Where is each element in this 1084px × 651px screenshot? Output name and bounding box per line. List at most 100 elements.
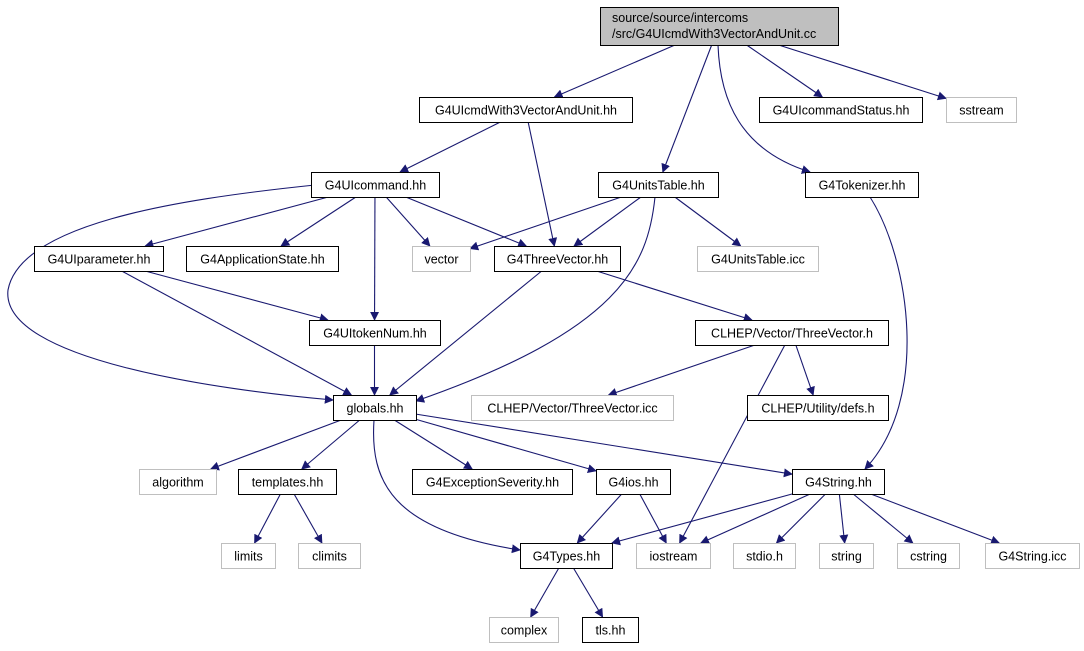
node-label: G4ExceptionSeverity.hh [426,476,559,490]
edge-g4uicmdwith3vectorandunit_hh-to-g4threevector_hh [527,121,558,247]
node-g4unitstable-hh[interactable]: G4UnitsTable.hh [598,172,719,198]
node-label: G4ThreeVector.hh [507,253,609,267]
node-box [238,469,337,495]
node-clhep-threevector-h[interactable]: CLHEP/Vector/ThreeVector.h [695,320,889,346]
node-g4uiparameter-hh[interactable]: G4UIparameter.hh [34,246,164,272]
node-g4unitstable-icc: G4UnitsTable.icc [697,246,819,272]
node-label: G4UIcommandStatus.hh [773,104,910,118]
node-label: CLHEP/Vector/ThreeVector.icc [487,402,657,416]
node-label: climits [312,550,347,564]
node-tls-hh[interactable]: tls.hh [582,617,639,643]
node-root[interactable]: source/source/intercoms/src/G4UIcmdWith3… [600,7,839,46]
node-iostream: iostream [636,543,711,569]
node-g4string-hh[interactable]: G4String.hh [792,469,885,495]
edge-globals_hh-to-g4exceptionseverity_hh [394,419,473,470]
node-label: algorithm [152,476,203,490]
edge-g4types_hh-to-complex [530,567,560,618]
node-box [186,246,339,272]
node-box [598,172,719,198]
edge-root-to-g4uicommandstatus_hh [746,44,824,98]
edge-root-to-g4unitstable_hh [661,44,713,173]
node-box [985,543,1080,569]
node-box [139,469,217,495]
edge-g4threevector_hh-to-clhep_threevector_h [596,270,753,322]
node-box [520,543,613,569]
edge-g4string_hh-to-g4types_hh [611,493,793,546]
node-g4applicationstate-hh[interactable]: G4ApplicationState.hh [186,246,339,272]
node-box [600,7,839,46]
edge-globals_hh-to-algorithm [209,419,342,471]
node-label: /src/G4UIcmdWith3VectorAndUnit.cc [612,27,816,41]
node-globals-hh[interactable]: globals.hh [333,395,417,421]
node-string: string [819,543,874,569]
node-box [897,543,960,569]
edge-g4string_hh-to-cstring [852,493,914,544]
edge-g4string_hh-to-stdio_h [775,493,826,544]
node-g4uicmdwith3vectorandunit-hh[interactable]: G4UIcmdWith3VectorAndUnit.hh [419,97,633,123]
node-box [489,617,559,643]
edge-g4uicmdwith3vectorandunit_hh-to-g4uicommand_hh [399,121,501,173]
node-box [596,469,671,495]
edge-g4unitstable_hh-to-globals_hh [415,196,656,403]
edge-g4uicommand_hh-to-g4uiparameter_hh [144,196,329,249]
node-g4uicommandstatus-hh[interactable]: G4UIcommandStatus.hh [759,97,923,123]
node-box [419,97,633,123]
node-label: limits [234,550,262,564]
edge-globals_hh-to-g4types_hh [373,419,521,554]
node-box [733,543,796,569]
node-label: G4Tokenizer.hh [819,179,906,193]
node-g4string-icc: G4String.icc [985,543,1080,569]
node-algorithm: algorithm [139,469,217,495]
dependency-nodes: source/source/intercoms/src/G4UIcmdWith3… [34,7,1080,643]
node-label: CLHEP/Utility/defs.h [761,402,874,416]
node-g4types-hh[interactable]: G4Types.hh [520,543,613,569]
node-label: templates.hh [252,476,324,490]
node-g4ios-hh[interactable]: G4ios.hh [596,469,671,495]
node-cstring: cstring [897,543,960,569]
node-box [805,172,919,198]
node-g4uicommand-hh[interactable]: G4UIcommand.hh [311,172,440,198]
node-box [946,97,1017,123]
node-clhep-threevector-icc: CLHEP/Vector/ThreeVector.icc [471,395,674,421]
node-g4tokenizer-hh[interactable]: G4Tokenizer.hh [805,172,919,198]
node-box [792,469,885,495]
edge-clhep_threevector_h-to-clhep_threevector_icc [607,344,756,397]
node-label: tls.hh [596,624,626,638]
node-complex: complex [489,617,559,643]
node-box [695,320,889,346]
node-g4uitokennum-hh[interactable]: G4UItokenNum.hh [309,320,441,346]
node-g4exceptionseverity-hh[interactable]: G4ExceptionSeverity.hh [412,469,573,495]
node-label: globals.hh [347,402,404,416]
edge-g4unitstable_hh-to-g4threevector_hh [573,196,642,247]
node-box [221,543,276,569]
node-limits: limits [221,543,276,569]
edge-g4uicommand_hh-to-vector [385,196,431,247]
node-clhep-defs-h[interactable]: CLHEP/Utility/defs.h [747,395,889,421]
edge-globals_hh-to-g4string_hh [415,413,793,478]
node-label: vector [424,253,458,267]
node-label: string [831,550,862,564]
node-box [494,246,621,272]
edge-g4string_hh-to-iostream [700,493,811,544]
node-g4threevector-hh[interactable]: G4ThreeVector.hh [494,246,621,272]
node-climits: climits [298,543,361,569]
node-label: G4ApplicationState.hh [200,253,324,267]
edge-templates_hh-to-limits [254,493,281,544]
edge-g4ios_hh-to-g4types_hh [576,493,623,544]
node-box [759,97,923,123]
node-label: G4String.hh [805,476,872,490]
node-box [697,246,819,272]
node-templates-hh[interactable]: templates.hh [238,469,337,495]
edge-globals_hh-to-g4ios_hh [415,418,597,474]
node-label: stdio.h [746,550,783,564]
node-label: source/source/intercoms [612,11,748,25]
edge-clhep_threevector_h-to-clhep_defs_h [795,344,815,396]
edge-g4unitstable_hh-to-vector [469,196,622,251]
edge-root-to-g4tokenizer_hh [717,44,811,174]
dependency-edges [7,44,1001,618]
edge-g4uiparameter_hh-to-g4uitokennum_hh [144,270,329,323]
node-label: G4UnitsTable.icc [711,253,805,267]
edge-globals_hh-to-templates_hh [301,419,361,470]
node-box [298,543,361,569]
